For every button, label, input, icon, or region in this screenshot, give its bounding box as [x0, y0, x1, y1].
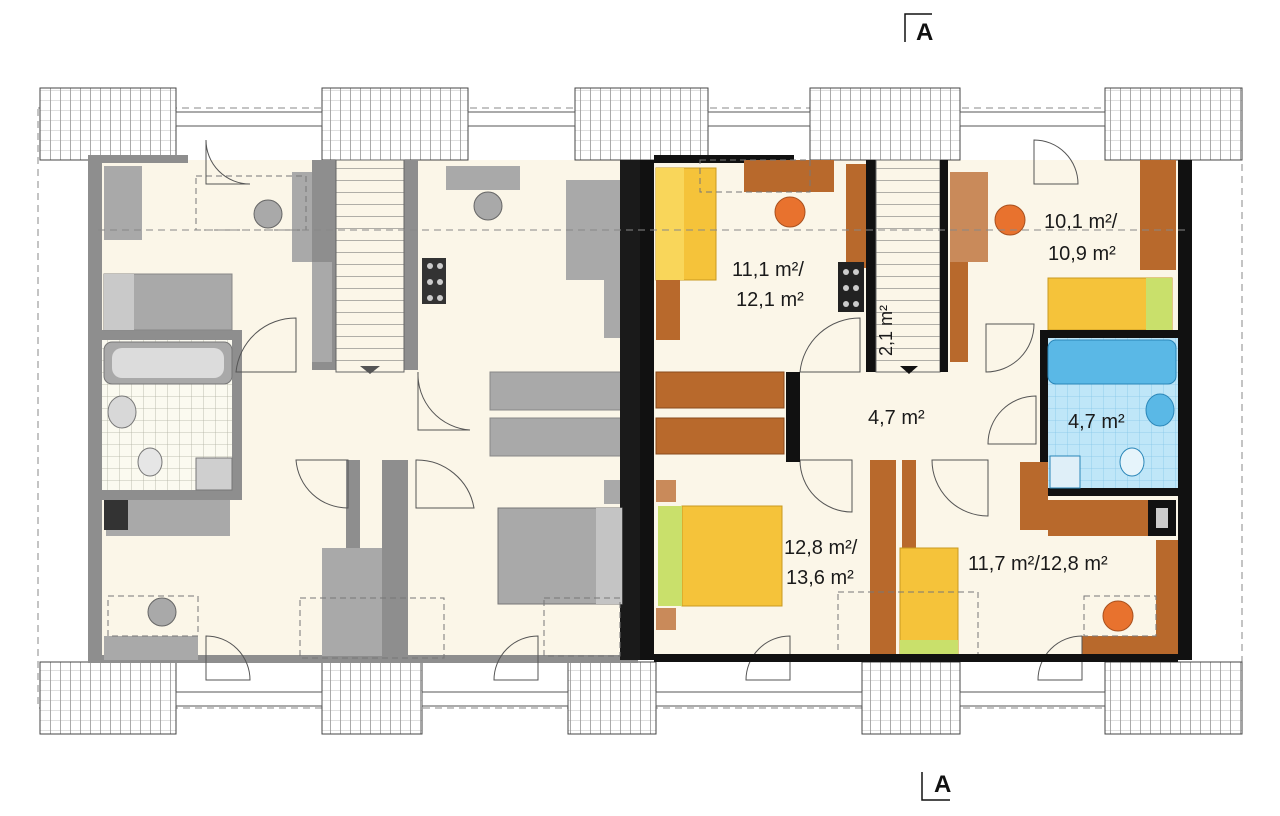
dormers-top — [39, 87, 1243, 161]
area-label-tr2-line2: 10,9 m² — [1048, 243, 1116, 265]
area-label-br1-line1: 12,8 m²/ — [784, 537, 858, 559]
area-label-hall: 4,7 m² — [868, 407, 925, 429]
section-label-bottom: A — [934, 771, 951, 798]
area-label-br1-line2: 13,6 m² — [786, 567, 854, 589]
dormers-bottom — [39, 661, 1243, 735]
bathtub-right — [1047, 339, 1177, 385]
bed-br1 — [681, 505, 783, 607]
area-label-stairs: 2,1 m² — [876, 305, 896, 356]
area-label-tr1-line2: 12,1 m² — [736, 289, 804, 311]
right-unit — [640, 139, 1192, 681]
section-marker-top: A — [904, 13, 933, 46]
bed-br2 — [899, 547, 959, 659]
area-label-tr1-line1: 11,1 m²/ — [732, 259, 804, 281]
chair-tr2 — [994, 204, 1026, 236]
stairs-left — [335, 159, 405, 373]
area-label-tr2-line1: 10,1 m²/ — [1044, 211, 1118, 233]
stairs-right — [875, 159, 941, 373]
area-label-br2: 11,7 m²/12,8 m² — [968, 553, 1108, 575]
chair-tr1 — [774, 196, 806, 228]
area-label-bathroom: 4,7 m² — [1068, 411, 1125, 433]
section-label-top: A — [916, 19, 933, 46]
left-unit — [88, 139, 640, 681]
chair-br2 — [1102, 600, 1134, 632]
section-marker-bottom: A — [921, 771, 951, 801]
